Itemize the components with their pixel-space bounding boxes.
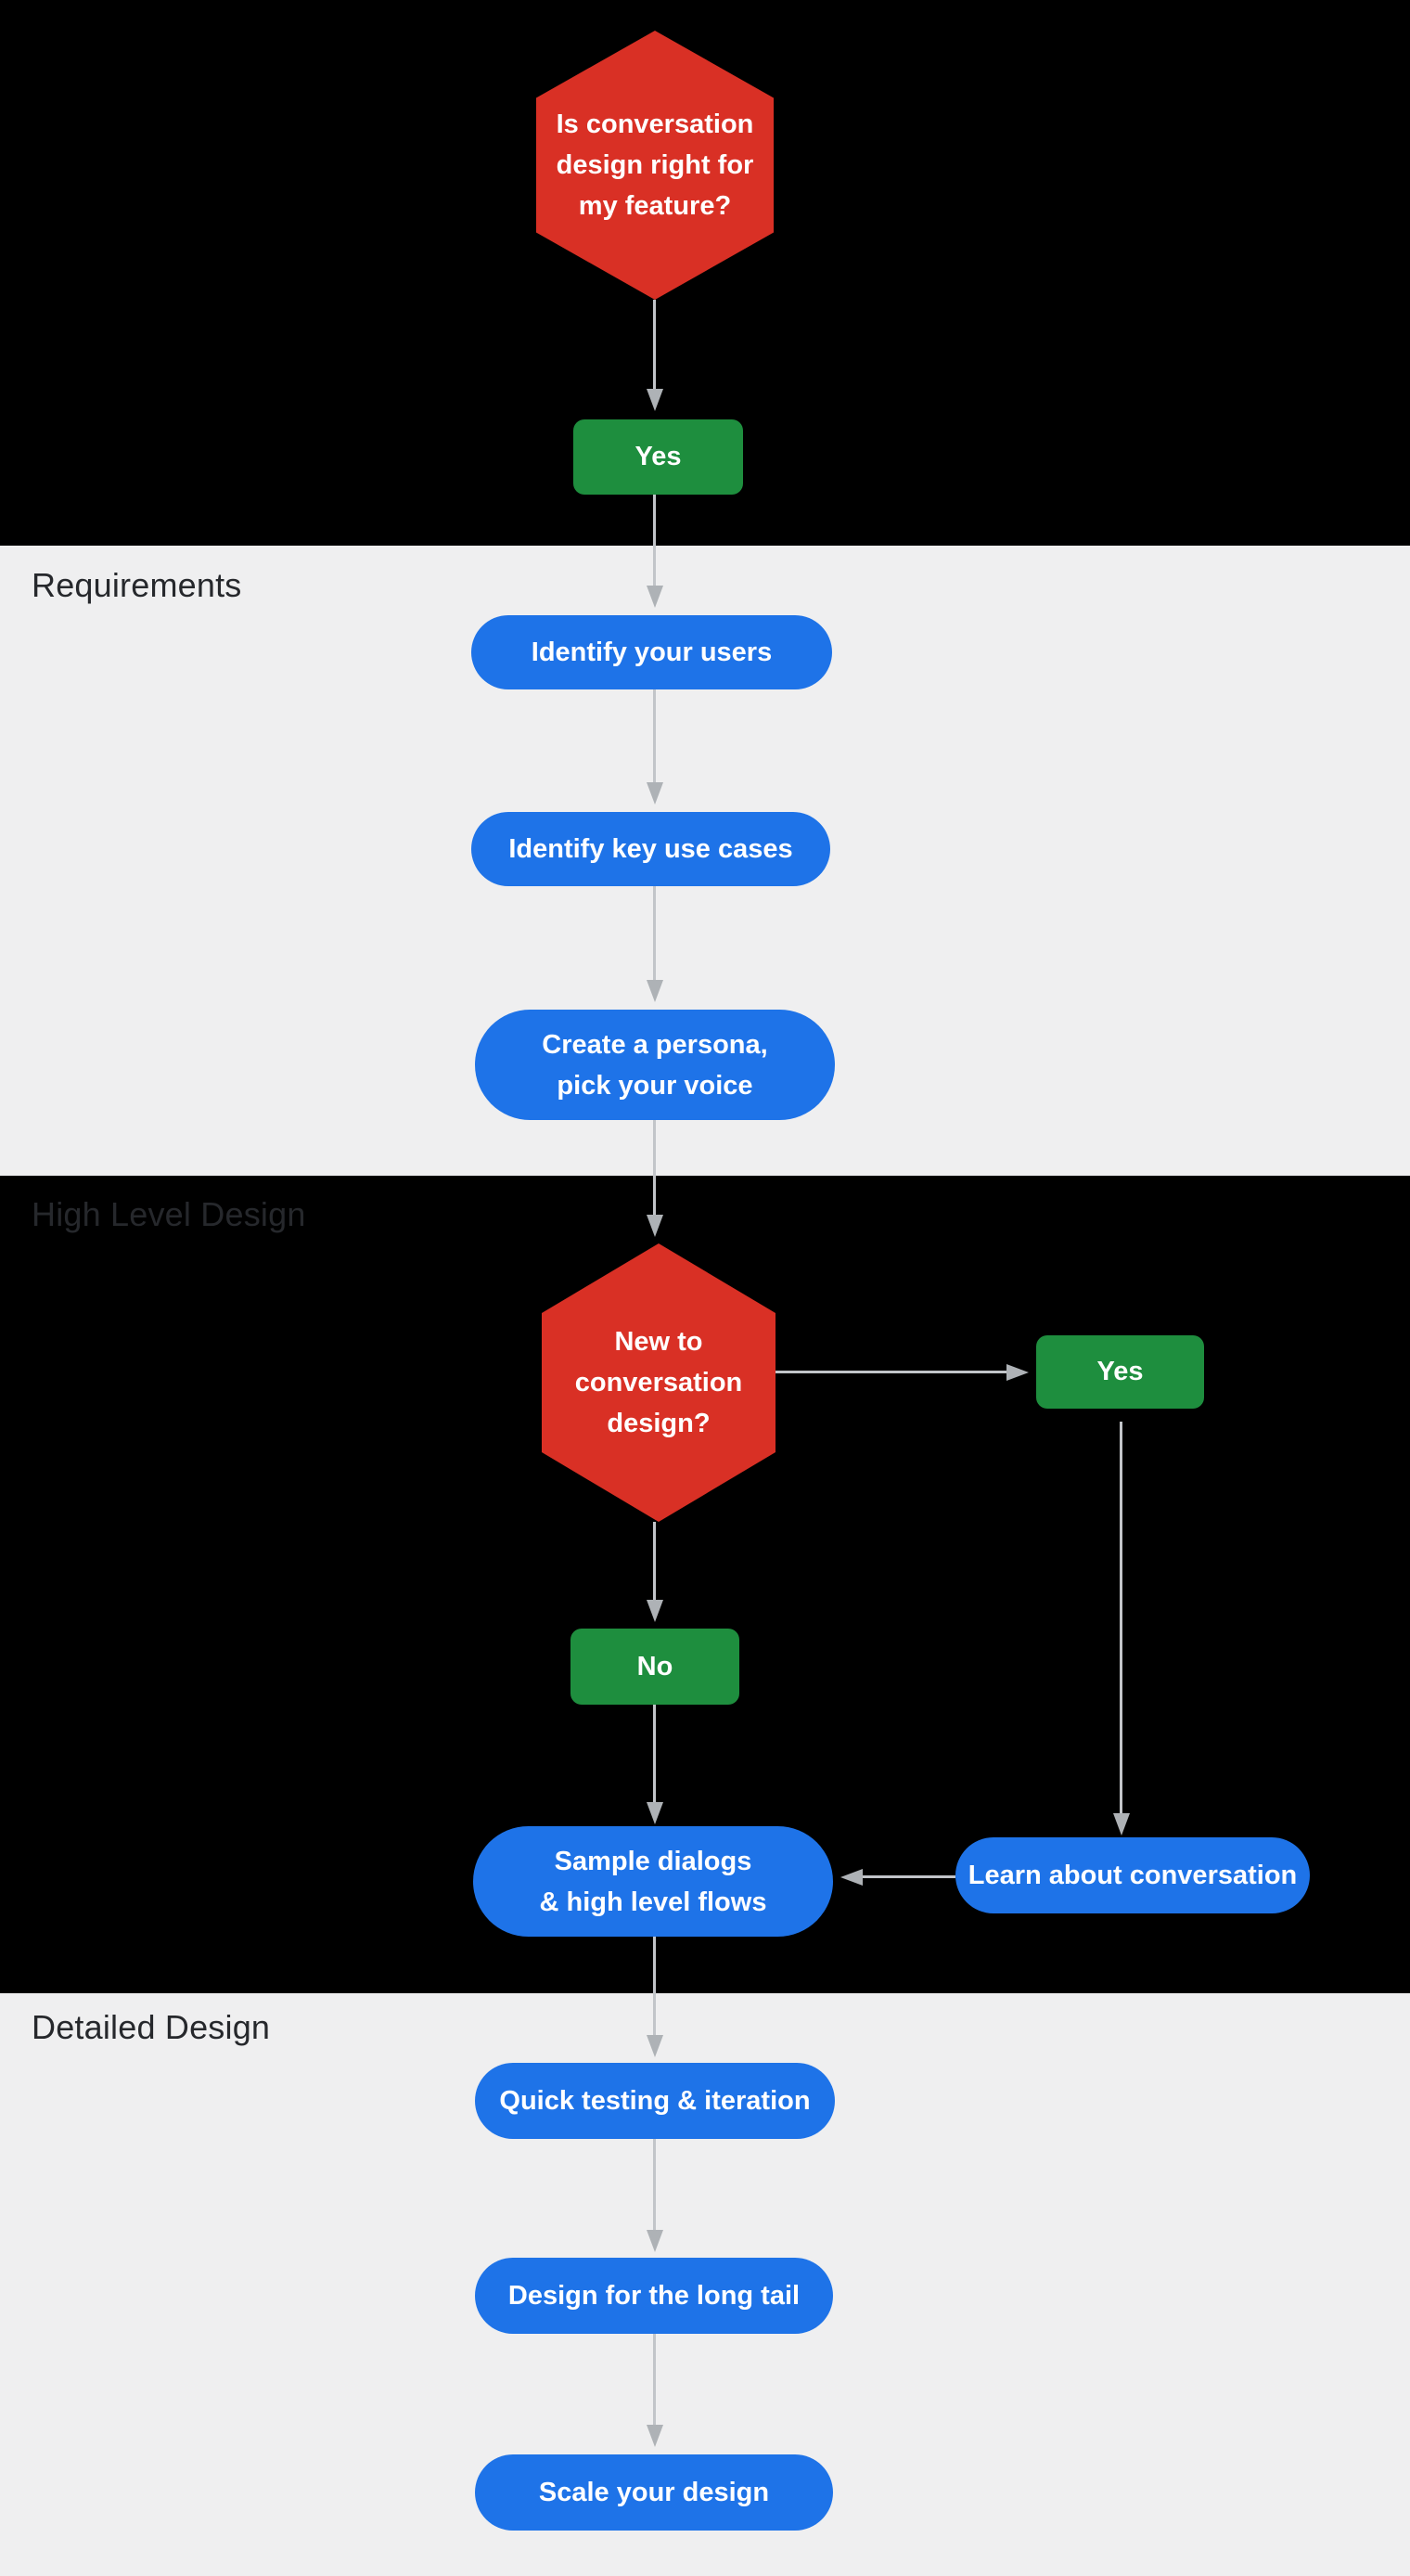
long-tail-node: Design for the long tail [475,2258,833,2334]
new-to-cd-decision-hexagon: New to conversation design? [542,1243,776,1522]
new-to-cd-line1: New to [614,1327,703,1357]
section-label-requirements: Requirements [32,566,242,604]
new-to-cd-line2: conversation [574,1368,743,1397]
connector-line [776,1371,1006,1373]
arrow-down-icon [647,1600,663,1622]
connector-line [653,495,656,586]
connector-line [653,689,656,782]
start-decision-line3: my feature? [578,191,732,221]
quick-testing-node: Quick testing & iteration [475,2063,835,2139]
arrow-down-icon [1113,1813,1130,1835]
identify-use-cases-node: Identify key use cases [471,812,830,886]
new-yes-node: Yes [1036,1335,1204,1409]
start-yes-label: Yes [634,442,682,471]
connector-line [653,2139,656,2230]
connector-line [863,1875,955,1878]
connector-line [653,1705,656,1802]
new-no-label: No [636,1651,673,1681]
start-decision-hexagon: Is conversation design right for my feat… [536,31,774,300]
learn-conversation-node: Learn about conversation [955,1837,1310,1913]
sample-dialogs-line2: & high level flows [539,1887,767,1917]
arrow-down-icon [647,2230,663,2252]
create-persona-node: Create a persona, pick your voice [475,1010,835,1120]
arrow-down-icon [647,2035,663,2057]
new-no-node: No [570,1629,739,1705]
new-yes-label: Yes [1096,1357,1144,1386]
arrow-down-icon [647,782,663,805]
arrow-right-icon [1006,1364,1029,1381]
connector-line [653,1120,656,1215]
arrow-down-icon [647,2425,663,2447]
identify-users-node: Identify your users [471,615,832,689]
identify-use-cases-label: Identify key use cases [508,834,793,864]
connector-line [653,1937,656,2035]
create-persona-line1: Create a persona, [542,1029,768,1060]
scale-design-label: Scale your design [538,2478,770,2507]
scale-design-node: Scale your design [475,2454,833,2531]
connector-line [653,1522,656,1600]
create-persona-line2: pick your voice [557,1070,753,1101]
arrow-down-icon [647,1802,663,1824]
arrow-down-icon [647,389,663,411]
connector-line [653,300,656,389]
arrow-down-icon [647,1215,663,1237]
start-yes-node: Yes [573,419,743,495]
identify-users-label: Identify your users [531,638,773,667]
connector-line [653,886,656,980]
arrow-left-icon [840,1869,863,1886]
section-label-high-level-design: High Level Design [32,1195,306,1233]
section-label-detailed-design: Detailed Design [32,2008,271,2046]
arrow-down-icon [647,980,663,1002]
arrow-down-icon [647,586,663,608]
sample-dialogs-node: Sample dialogs & high level flows [473,1826,833,1937]
connector-line [653,2334,656,2425]
sample-dialogs-line1: Sample dialogs [554,1846,752,1876]
learn-conversation-label: Learn about conversation [968,1861,1298,1890]
quick-testing-label: Quick testing & iteration [499,2086,811,2116]
connector-line [1120,1422,1122,1813]
start-decision-line2: design right for [556,150,754,180]
start-decision-line1: Is conversation [556,109,754,139]
new-to-cd-line3: design? [607,1409,711,1438]
long-tail-label: Design for the long tail [507,2281,801,2311]
